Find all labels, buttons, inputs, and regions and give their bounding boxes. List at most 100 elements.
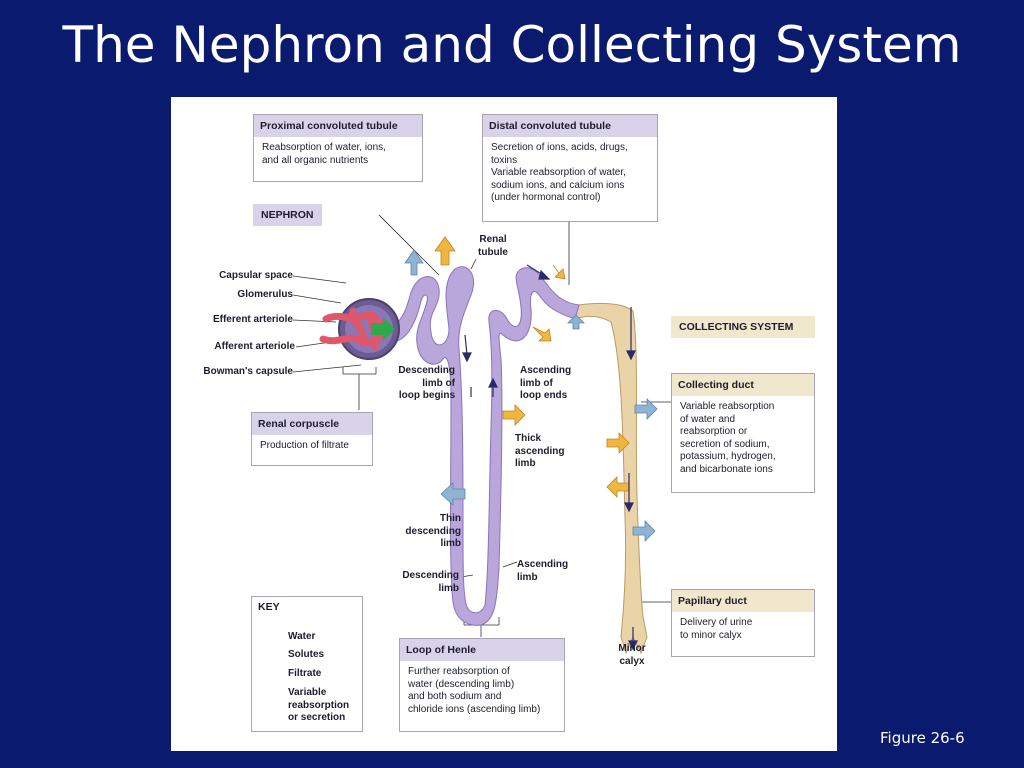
pct-header: Proximal convoluted tubule <box>254 115 422 137</box>
label-line: Thin <box>439 513 461 524</box>
label-line: Ascending <box>517 559 569 570</box>
loop-of-henle-body-line: Further reabsorption of <box>408 666 510 677</box>
key-label-line: reabsorption <box>288 699 350 711</box>
key-label-solutes: Solutes <box>288 649 325 660</box>
collecting-system-tag: COLLECTING SYSTEM <box>671 316 815 338</box>
key-label-line: or secretion <box>288 712 346 723</box>
label-line: limb <box>517 571 538 583</box>
papillary-duct-body-line: Delivery of urine <box>680 617 753 628</box>
collecting-duct-box: Collecting duct Variable reabsorption of… <box>671 373 815 493</box>
key-label-filtrate: Filtrate <box>288 668 322 679</box>
label-thick-ascending-limb: Thick ascending limb <box>515 433 564 471</box>
dct-body: Secretion of ions, acids, drugs, toxins … <box>483 137 657 210</box>
label-capsular-space: Capsular space <box>219 270 293 281</box>
collecting-duct-body-line: and bicarbonate ions <box>680 463 773 475</box>
collecting-duct-shape <box>574 302 648 655</box>
label-minor-calyx: Minor calyx <box>607 643 657 668</box>
renal-corpuscle-body-line: Production of filtrate <box>260 440 349 451</box>
water-arrow-icon <box>567 314 585 330</box>
collecting-duct-body-line: Variable reabsorption <box>680 401 775 412</box>
solutes-arrow-icon <box>552 264 566 280</box>
water-arrow-icon <box>404 249 424 276</box>
collecting-duct-body-line: reabsorption or <box>680 426 748 437</box>
label-efferent-arteriole: Efferent arteriole <box>212 314 293 325</box>
pct-body-line: Reabsorption of water, ions, <box>262 142 386 153</box>
water-arrow-icon <box>440 482 466 506</box>
pct-body: Reabsorption of water, ions, and all org… <box>254 137 422 172</box>
collecting-duct-body-line: of water and <box>680 413 736 425</box>
nephron-tag: NEPHRON <box>253 204 322 226</box>
label-descending-limb: Descending limb <box>377 570 459 595</box>
label-line: limb of <box>520 377 553 389</box>
solute-arrows <box>434 236 630 498</box>
label-line: loop begins <box>398 390 455 401</box>
label-descending-limb-begins: Descending limb of loop begins <box>377 365 455 403</box>
solutes-arrow-icon <box>532 326 552 342</box>
dct-body-line: sodium ions, and calcium ions <box>491 179 625 191</box>
papillary-duct-body: Delivery of urine to minor calyx <box>672 612 814 647</box>
label-glomerulus: Glomerulus <box>237 289 293 300</box>
label-line: limb <box>440 538 461 549</box>
label-line: limb <box>438 582 459 594</box>
key-label-variable: Variable reabsorption or secretion <box>288 687 349 725</box>
collecting-duct-body: Variable reabsorption of water and reabs… <box>672 396 814 481</box>
label-line: Thick <box>515 433 542 444</box>
water-arrows <box>404 249 658 542</box>
pct-box: Proximal convoluted tubule Reabsorption … <box>253 114 423 182</box>
label-line: ascending <box>515 445 565 457</box>
flow-arrows <box>462 264 638 651</box>
renal-corpuscle-body: Production of filtrate <box>252 435 372 458</box>
label-thin-descending-limb: Thin descending limb <box>377 513 461 551</box>
label-line: loop ends <box>520 390 568 401</box>
figure-caption: Figure 26-6 <box>880 729 965 747</box>
collecting-duct-body-line: secretion of sodium, <box>680 438 770 450</box>
label-renal-tubule: Renal tubule <box>469 234 517 259</box>
loop-of-henle-box: Loop of Henle Further reabsorption of wa… <box>399 638 565 732</box>
label-line: tubule <box>478 246 508 258</box>
label-line: Minor <box>618 643 646 654</box>
solutes-arrow-icon <box>606 432 630 454</box>
water-arrow-icon <box>634 398 658 420</box>
solutes-arrow-icon <box>502 404 526 426</box>
key-label-line: Variable <box>288 687 327 698</box>
renal-corpuscle-header: Renal corpuscle <box>252 413 372 435</box>
label-line: limb <box>515 458 536 469</box>
loop-of-henle-header: Loop of Henle <box>400 639 564 661</box>
filtrate-arrow-icon <box>371 317 395 341</box>
loop-of-henle-body: Further reabsorption of water (descendin… <box>400 661 564 721</box>
key-label-water: Water <box>288 631 316 642</box>
label-line: calyx <box>619 655 645 667</box>
dct-body-line: Secretion of ions, acids, drugs, <box>491 142 628 153</box>
dct-body-line: (under hormonal control) <box>491 192 601 203</box>
loop-of-henle-body-line: chloride ions (ascending limb) <box>408 703 541 715</box>
dct-body-line: Variable reabsorption of water, <box>491 167 626 178</box>
diagram-panel: Proximal convoluted tubule Reabsorption … <box>171 97 837 751</box>
dct-box: Distal convoluted tubule Secretion of io… <box>482 114 658 222</box>
label-bowmans-capsule: Bowman's capsule <box>203 366 293 377</box>
label-ascending-limb-ends: Ascending limb of loop ends <box>520 365 571 403</box>
label-afferent-arteriole: Afferent arteriole <box>214 341 295 352</box>
label-line: Renal <box>479 234 507 245</box>
key-box: KEY <box>251 596 363 732</box>
water-arrow-icon <box>632 520 656 542</box>
papillary-duct-header: Papillary duct <box>672 590 814 612</box>
renal-corpuscle-box: Renal corpuscle Production of filtrate <box>251 412 373 466</box>
dct-body-line: toxins <box>491 154 518 166</box>
solutes-arrow-icon <box>606 476 630 498</box>
pct-body-line: and all organic nutrients <box>262 154 369 166</box>
loop-of-henle-body-line: and both sodium and <box>408 691 502 702</box>
collecting-duct-body-line: potassium, hydrogen, <box>680 451 776 462</box>
loop-of-henle-body-line: water (descending limb) <box>408 678 515 690</box>
solutes-arrow-icon <box>434 236 456 266</box>
slide-title: The Nephron and Collecting System <box>62 16 962 74</box>
label-ascending-limb: Ascending limb <box>517 559 568 584</box>
papillary-duct-body-line: to minor calyx <box>680 629 742 641</box>
nephron-tubule-shape <box>392 266 580 626</box>
papillary-duct-box: Papillary duct Delivery of urine to mino… <box>671 589 815 657</box>
label-line: Descending <box>402 570 459 581</box>
collecting-duct-header: Collecting duct <box>672 374 814 396</box>
label-line: Descending <box>398 365 455 376</box>
key-header: KEY <box>258 601 280 613</box>
label-line: limb of <box>422 377 455 389</box>
label-line: descending <box>405 525 461 537</box>
